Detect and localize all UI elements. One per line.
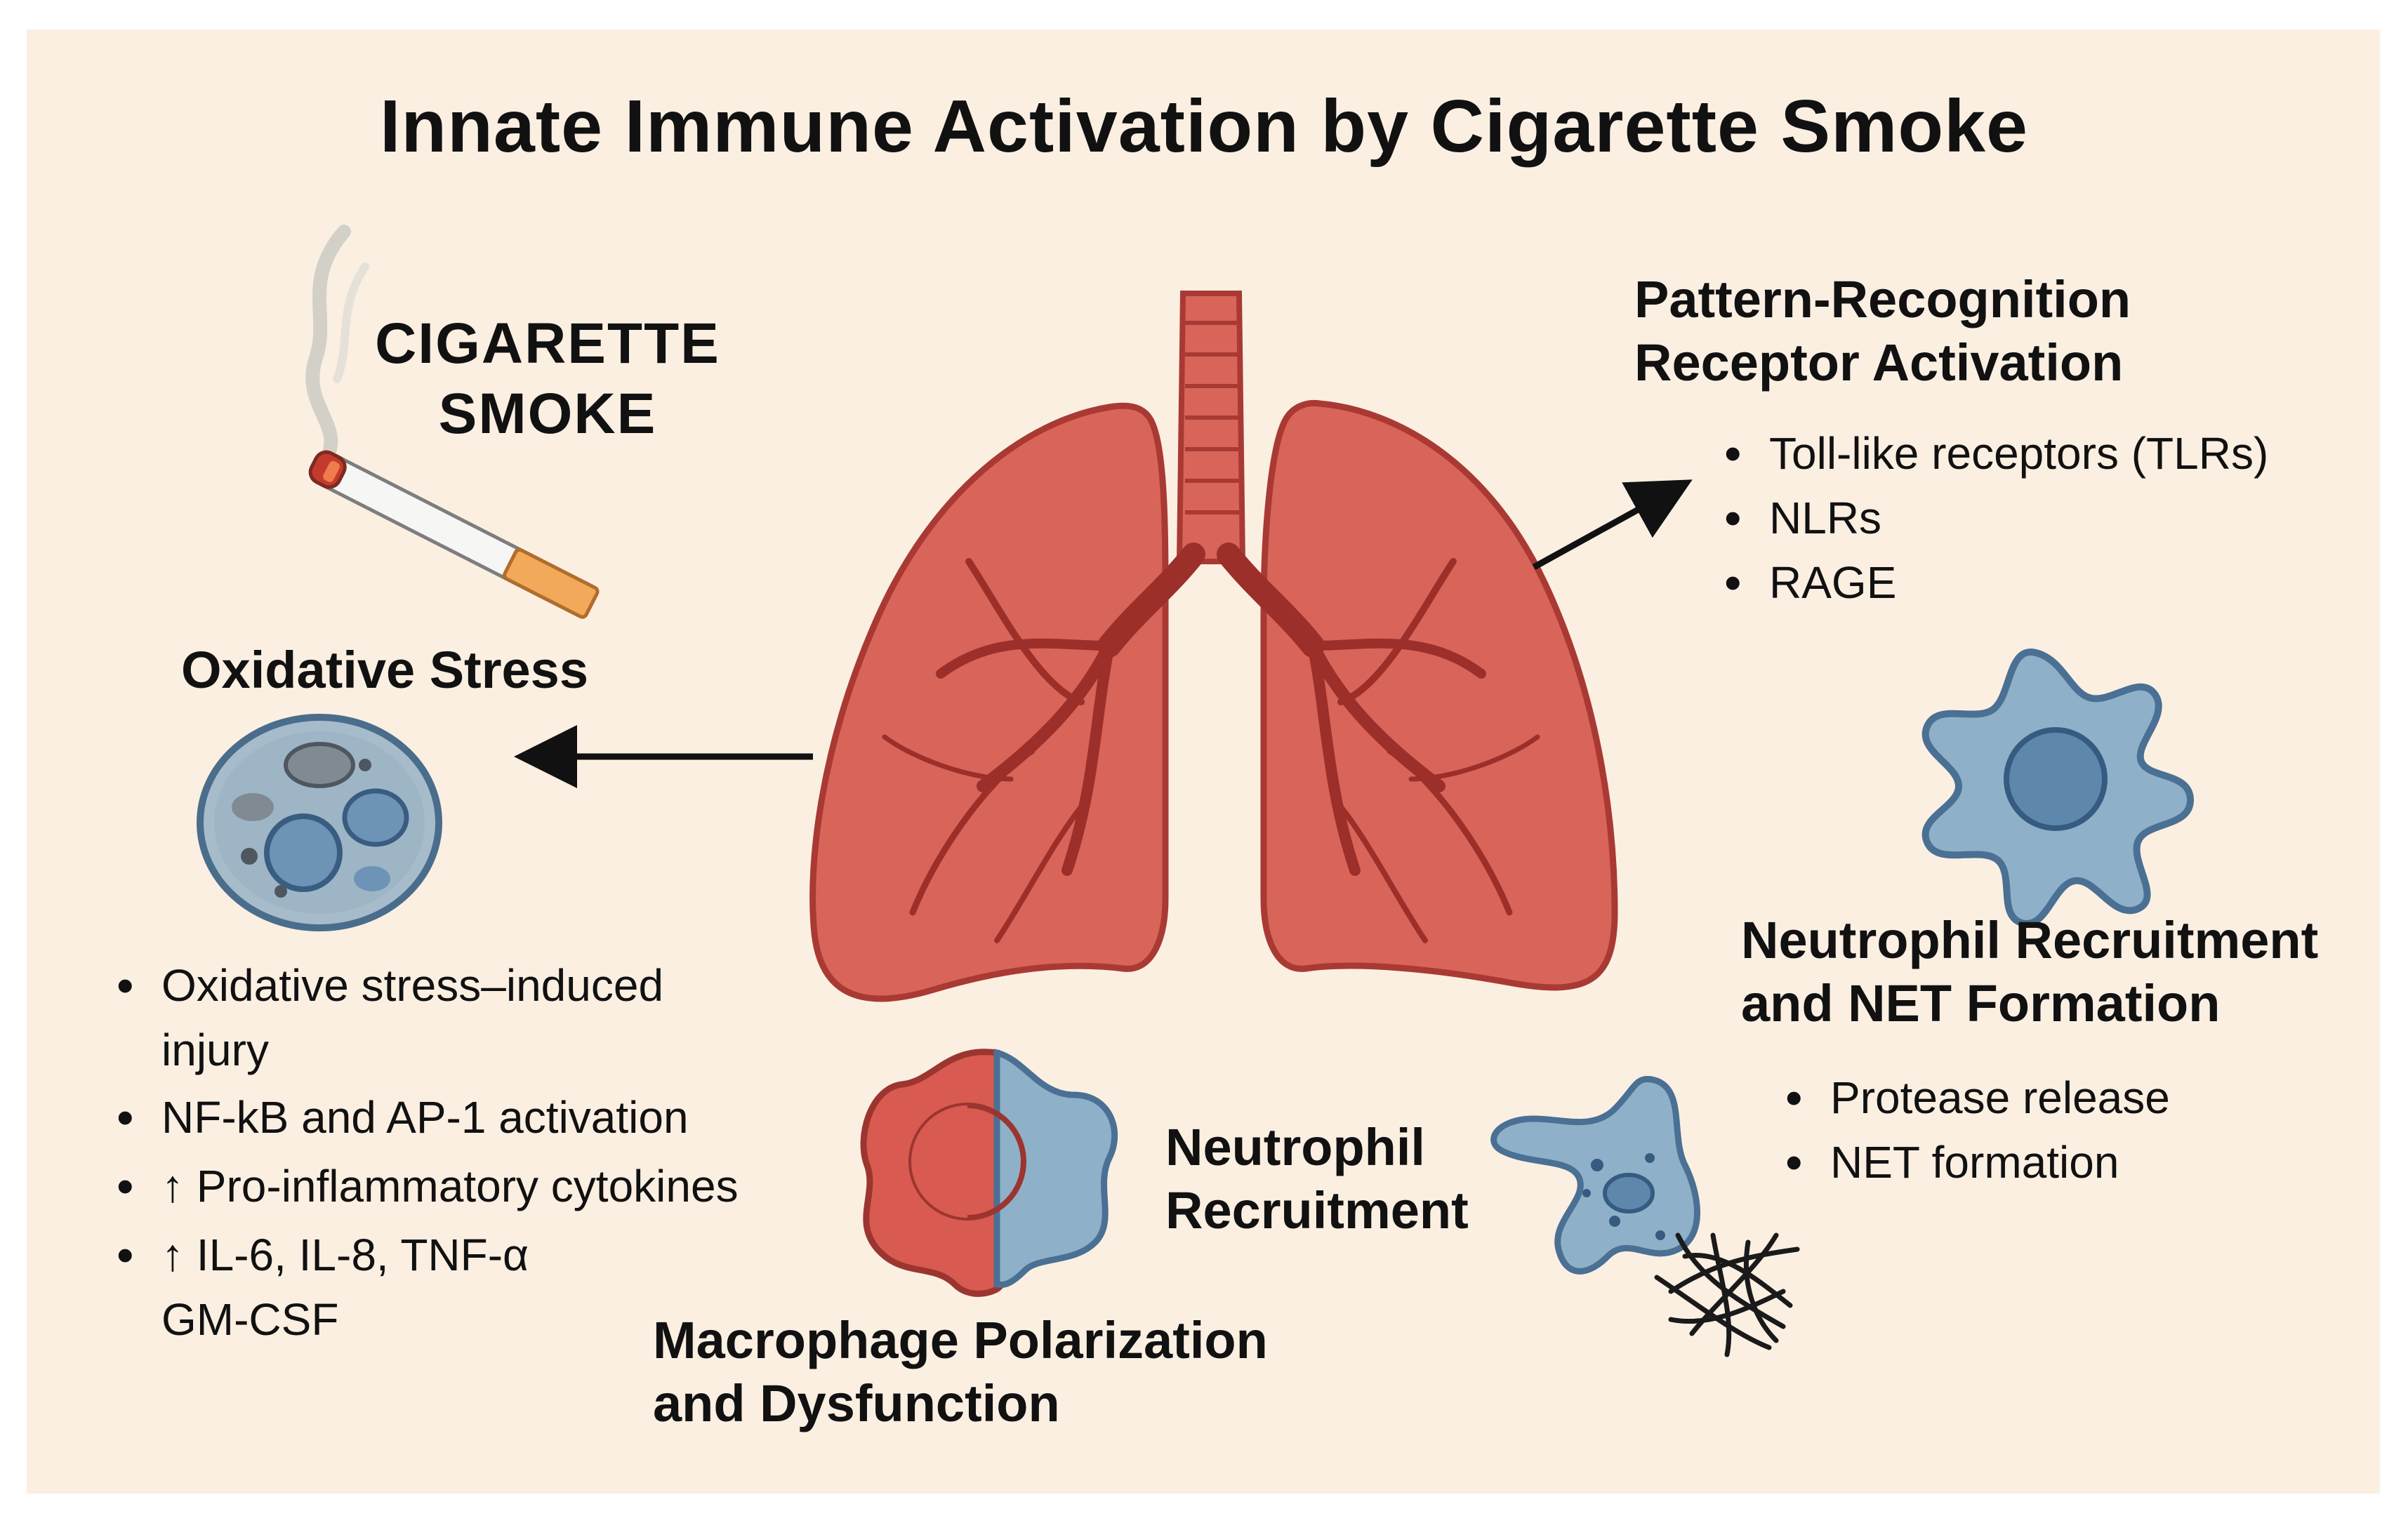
cigarette-smoke-line1: CIGARETTE — [375, 312, 720, 375]
prr-heading: Pattern-Recognition Receptor Activation — [1634, 268, 2336, 394]
list-item: Oxidative stress–induced injury — [111, 953, 883, 1082]
prr-heading-line1: Pattern-Recognition — [1634, 270, 2131, 328]
cigarette-smoke-label: CIGARETTE SMOKE — [351, 309, 744, 449]
neutrophil-recruitment-label: Neutrophil Recruitment — [1165, 1116, 1559, 1242]
oxidized-cell-icon — [197, 714, 442, 931]
net-heading-line1: Neutrophil Recruitment — [1741, 911, 2319, 969]
list-item: Protease release — [1780, 1065, 2376, 1130]
neutrophil-icon — [1490, 1075, 1700, 1275]
page-title: Innate Immune Activation by Cigarette Sm… — [379, 85, 2029, 168]
list-item: RAGE — [1719, 550, 2386, 615]
macrophage-icon — [860, 1049, 1118, 1297]
pattern-receptor-cell-icon — [1921, 649, 2195, 927]
oxidative-stress-list: Oxidative stress–induced injury NF-kB an… — [111, 953, 883, 1352]
list-item: Toll-like receptors (TLRs) — [1719, 421, 2386, 486]
list-item: NET formation — [1780, 1130, 2376, 1195]
list-item: ↑ Pro-inflammatory cytokines — [111, 1154, 883, 1218]
neutrophil-line2: Recruitment — [1165, 1181, 1469, 1239]
net-fibers-icon — [1654, 1232, 1800, 1357]
prr-list: Toll-like receptors (TLRs) NLRs RAGE — [1719, 421, 2386, 615]
net-heading: Neutrophil Recruitment and NET Formation — [1741, 909, 2387, 1035]
arrow-upright-icon — [1532, 479, 1693, 570]
list-item: NLRs — [1719, 486, 2386, 550]
macrophage-line1: Macrophage Polarization — [653, 1311, 1268, 1369]
macrophage-line2: and Dysfunction — [653, 1374, 1060, 1432]
oxidative-stress-heading: Oxidative Stress — [181, 641, 588, 699]
net-list: Protease release NET formation — [1780, 1065, 2376, 1195]
macrophage-label: Macrophage Polarization and Dysfunction — [653, 1309, 1425, 1435]
lungs-icon — [809, 291, 1618, 1002]
prr-heading-line2: Receptor Activation — [1634, 333, 2124, 392]
neutrophil-line1: Neutrophil — [1165, 1118, 1425, 1176]
cigarette-icon — [308, 450, 600, 619]
cigarette-smoke-line2: SMOKE — [438, 382, 657, 446]
list-item: ↑ IL-6, IL-8, TNF-α GM-CSF — [111, 1223, 883, 1352]
smoke-wisp-icon — [305, 225, 369, 456]
net-heading-line2: and NET Formation — [1741, 974, 2221, 1032]
list-item: NF-kB and AP-1 activation — [111, 1085, 883, 1150]
